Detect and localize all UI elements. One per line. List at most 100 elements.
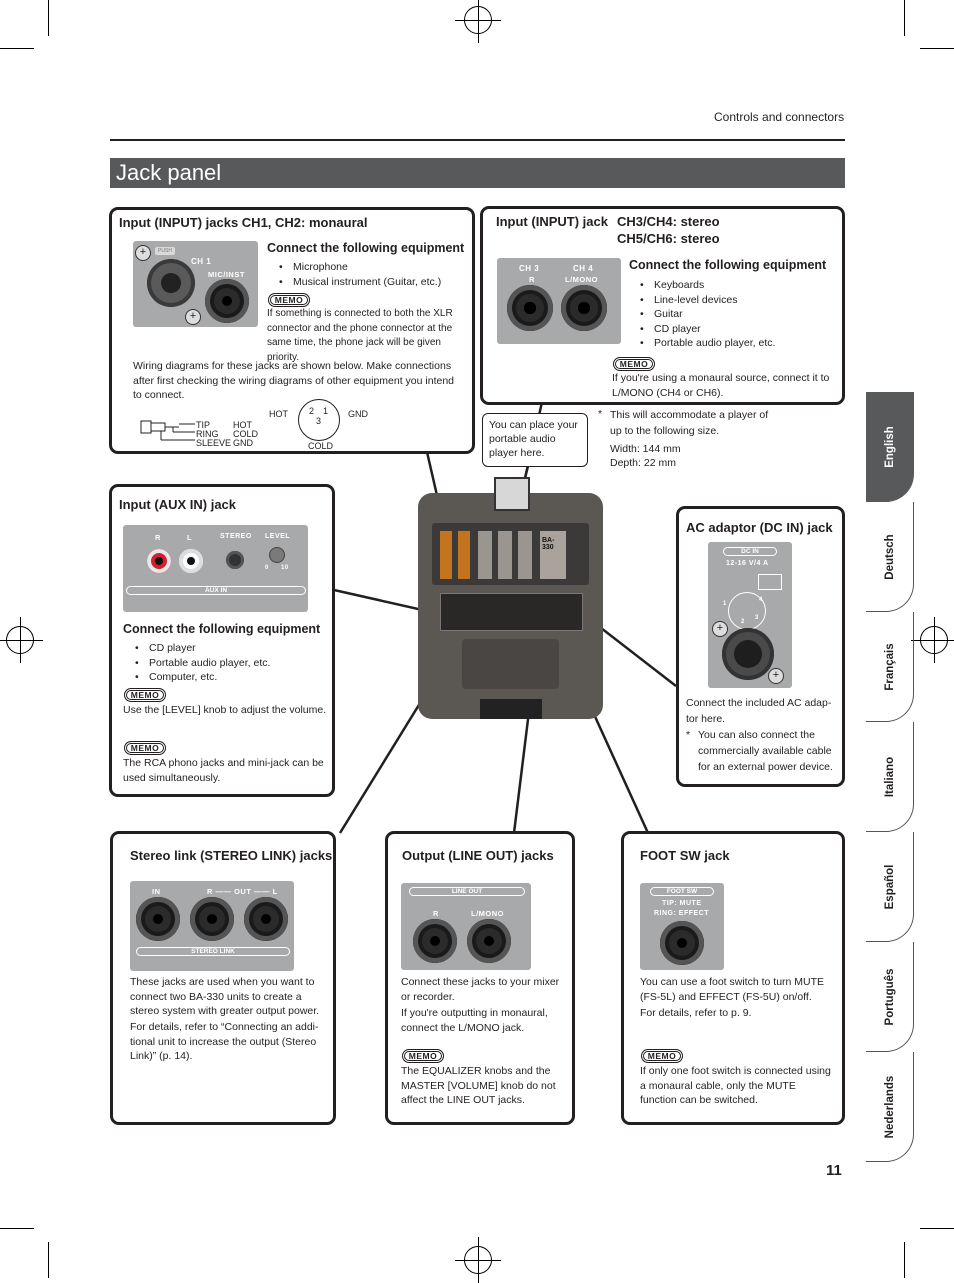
line-out-memo: The EQUALIZER knobs and the MASTER [VOLU… xyxy=(401,1065,556,1106)
player-placement-callout: You can place your portable audio player… xyxy=(482,413,588,467)
player-size-note: This will accommodate a player of up to … xyxy=(610,409,769,437)
aux-in-memo2: The RCA phono jacks and mini-jack can be… xyxy=(123,757,324,784)
polarity-icon xyxy=(758,574,782,590)
list-item: Guitar xyxy=(640,307,775,322)
stereo-link-in-jack xyxy=(136,897,180,941)
aux-in-list: CD player Portable audio player, etc. Co… xyxy=(135,641,270,685)
page-number: 11 xyxy=(826,1162,842,1179)
registration-mark xyxy=(911,617,954,663)
crop-mark xyxy=(0,48,34,49)
input-ch36-heading-ch34: CH3/CH4: stereo xyxy=(617,214,720,229)
input-ch36-heading: Input (INPUT) jack xyxy=(496,214,608,229)
phone-plug-diagram xyxy=(140,420,195,441)
input-ch36-box: Input (INPUT) jack CH3/CH4: stereo CH5/C… xyxy=(480,206,845,405)
stereo-link-text2: For details, refer to “Connecting an add… xyxy=(130,1021,319,1062)
header-rule xyxy=(110,139,845,141)
ch1-label: CH 1 xyxy=(191,257,212,266)
channel-strip xyxy=(518,531,532,579)
handle xyxy=(480,699,542,719)
dc-in-note: You can also connect the commercially av… xyxy=(698,729,833,773)
tab-label: Español xyxy=(883,864,896,909)
xlr-pin-2: 2 xyxy=(309,406,315,416)
foot-sw-panel-image: FOOT SW TIP: MUTE RING: EFFECT xyxy=(640,883,724,970)
aux-in-bar: AUX IN xyxy=(126,586,306,595)
plug-sleeve-label: SLEEVE xyxy=(196,438,232,448)
list-item: Musical instrument (Guitar, etc.) xyxy=(279,275,441,290)
player-holder xyxy=(494,477,530,511)
list-item: Keyboards xyxy=(640,278,775,293)
note-star: * xyxy=(598,408,603,420)
ch3-jack xyxy=(507,285,553,331)
stereo-link-box: Stereo link (STEREO LINK) jacks IN R —— … xyxy=(110,831,336,1125)
dc-pin-4: 4 xyxy=(759,597,763,603)
input-ch36-memo-text: If you're using a monaural source, conne… xyxy=(612,372,830,399)
stereo-link-out-l-jack xyxy=(244,897,288,941)
tab-espanol[interactable]: Español xyxy=(866,832,914,942)
speaker-grille xyxy=(462,639,559,689)
foot-sw-memo: If only one foot switch is connected usi… xyxy=(640,1065,831,1106)
dc-in-text: Connect the included AC adap-tor here. xyxy=(686,697,832,725)
stereo-link-out-label: R —— OUT —— L xyxy=(207,887,278,896)
aux-in-connect-heading: Connect the following equipment xyxy=(123,622,321,636)
ch4-jack xyxy=(561,285,607,331)
tab-nederlands[interactable]: Nederlands xyxy=(866,1052,914,1162)
aux-in-heading: Input (AUX IN) jack xyxy=(119,497,237,512)
foot-sw-box: FOOT SW jack FOOT SW TIP: MUTE RING: EFF… xyxy=(621,831,845,1125)
level-knob xyxy=(269,547,285,563)
tab-italiano[interactable]: Italiano xyxy=(866,722,914,832)
list-item: Portable audio player, etc. xyxy=(135,656,270,671)
push-button: PUSH xyxy=(155,247,175,255)
input-ch12-connect-heading: Connect the following equipment xyxy=(267,241,465,255)
line-out-panel-image: LINE OUT R L/MONO xyxy=(401,883,531,970)
tab-label: Português xyxy=(883,968,896,1025)
line-out-heading: Output (LINE OUT) jacks xyxy=(402,848,554,863)
xlr-gnd-label: GND xyxy=(348,409,368,419)
tab-label: English xyxy=(884,426,896,468)
input-ch36-connect-heading: Connect the following equipment xyxy=(629,258,827,272)
note-star: * xyxy=(686,729,691,741)
master-section: BA-330 xyxy=(540,531,566,579)
dc-pin-3: 3 xyxy=(755,615,759,621)
memo-icon: MEMO xyxy=(641,1049,683,1063)
registration-mark xyxy=(455,0,501,43)
tab-english[interactable]: English xyxy=(866,392,914,502)
line-out-l-label: L/MONO xyxy=(471,909,504,918)
language-tabs: English Deutsch Français Italiano Españo… xyxy=(866,392,914,1162)
tab-francais[interactable]: Français xyxy=(866,612,914,722)
memo-icon: MEMO xyxy=(613,357,655,371)
dc-pin-diagram: 1 4 2 3 xyxy=(723,592,766,630)
memo-icon: MEMO xyxy=(124,741,166,755)
list-item: CD player xyxy=(135,641,270,656)
device-model: BA-330 xyxy=(542,537,555,551)
stereo-mini-jack xyxy=(226,551,244,569)
ch4-label: CH 4 xyxy=(573,264,594,273)
mic-inst-label: MIC/INST xyxy=(208,270,245,279)
list-item: Computer, etc. xyxy=(135,670,270,685)
ch1-panel-image: PUSH CH 1 MIC/INST + + xyxy=(133,241,258,327)
level-max: 10 xyxy=(281,565,289,571)
plug-ring-label: RING xyxy=(196,429,219,439)
xlr-pin-1: 1 xyxy=(323,406,329,416)
xlr-pin-diagram: 2 1 3 xyxy=(298,399,340,441)
aux-in-box: Input (AUX IN) jack R L STEREO LEVEL 0 1… xyxy=(109,484,335,797)
memo-icon: MEMO xyxy=(268,293,310,307)
line-out-box: Output (LINE OUT) jacks LINE OUT R L/MON… xyxy=(385,831,575,1125)
input-ch12-list: Microphone Musical instrument (Guitar, e… xyxy=(279,260,441,289)
plug-gnd-label: GND xyxy=(233,438,253,448)
memo-icon: MEMO xyxy=(402,1049,444,1063)
dc-in-xlr-jack xyxy=(722,628,774,680)
dc-in-box: AC adaptor (DC IN) jack DC IN 12-16 V/4 … xyxy=(676,506,845,787)
tab-label: Deutsch xyxy=(883,533,896,580)
tab-deutsch[interactable]: Deutsch xyxy=(866,502,914,612)
crop-mark xyxy=(920,1228,954,1229)
input-ch36-heading-ch56: CH5/CH6: stereo xyxy=(617,231,720,246)
tab-portugues[interactable]: Português xyxy=(866,942,914,1052)
foot-sw-jack xyxy=(660,921,704,965)
jack-panel-row xyxy=(440,593,583,631)
control-panel: BA-330 xyxy=(432,523,589,585)
list-item: CD player xyxy=(640,322,775,337)
input-ch36-list: Keyboards Line-level devices Guitar CD p… xyxy=(640,278,775,351)
stereo-link-bar: STEREO LINK xyxy=(136,947,290,956)
foot-sw-text2: For details, refer to p. 9. xyxy=(640,1007,752,1019)
plug-hot-label: HOT xyxy=(233,420,252,430)
